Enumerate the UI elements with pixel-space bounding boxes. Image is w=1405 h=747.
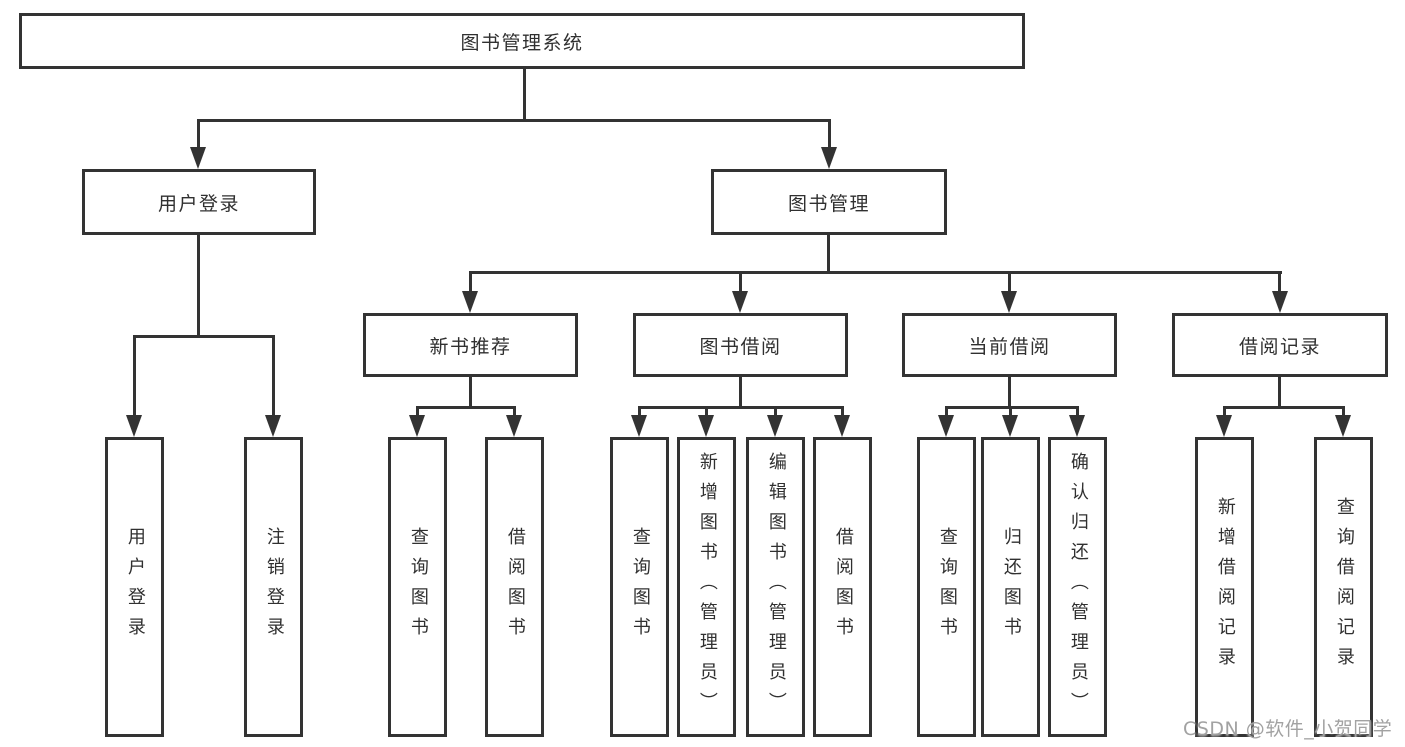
connector-line	[1009, 406, 1012, 420]
connector-line	[133, 335, 136, 419]
node-book-borrowing: 图书借阅	[633, 313, 848, 377]
node-label: 确认归还（管理员）	[1067, 452, 1089, 722]
leaf-user-login: 用户登录	[105, 437, 164, 737]
connector-line	[774, 406, 777, 420]
connector-line	[1278, 271, 1281, 297]
leaf-query-borrow-record: 查询借阅记录	[1314, 437, 1373, 737]
leaf-query-books-borrowing: 查询图书	[610, 437, 669, 737]
node-label: 编辑图书（管理员）	[765, 452, 787, 722]
connector-arrow-icon	[1272, 291, 1288, 313]
node-label: 查询借阅记录	[1333, 497, 1355, 677]
connector-line	[1278, 377, 1281, 408]
leaf-query-books-recommend: 查询图书	[388, 437, 447, 737]
leaf-borrow-books-borrowing: 借阅图书	[813, 437, 872, 737]
node-label: 查询图书	[629, 527, 651, 647]
connector-line	[469, 271, 1282, 274]
node-current-borrowing: 当前借阅	[902, 313, 1117, 377]
connector-line	[739, 377, 742, 408]
connector-arrow-icon	[821, 147, 837, 169]
connector-line	[416, 406, 516, 409]
connector-line	[469, 271, 472, 297]
connector-line	[1342, 406, 1345, 420]
connector-line	[523, 68, 526, 121]
leaf-borrow-books-recommend: 借阅图书	[485, 437, 544, 737]
node-label: 借阅图书	[832, 527, 854, 647]
connector-line	[1223, 406, 1345, 409]
connector-arrow-icon	[1216, 415, 1232, 437]
connector-line	[1008, 377, 1011, 408]
leaf-logout: 注销登录	[244, 437, 303, 737]
leaf-add-book-admin: 新增图书（管理员）	[677, 437, 736, 737]
node-label: 查询图书	[936, 527, 958, 647]
connector-arrow-icon	[409, 415, 425, 437]
connector-line	[1076, 406, 1079, 420]
leaf-add-borrow-record: 新增借阅记录	[1195, 437, 1254, 737]
connector-arrow-icon	[506, 415, 522, 437]
connector-arrow-icon	[938, 415, 954, 437]
node-borrowing-records: 借阅记录	[1172, 313, 1388, 377]
node-label: 归还图书	[1000, 527, 1022, 647]
connector-arrow-icon	[698, 415, 714, 437]
leaf-return-books: 归还图书	[981, 437, 1040, 737]
node-label: 用户登录	[124, 527, 146, 647]
connector-line	[841, 406, 844, 420]
connector-arrow-icon	[834, 415, 850, 437]
connector-arrow-icon	[265, 415, 281, 437]
connector-line	[197, 119, 200, 153]
connector-line	[638, 406, 641, 420]
connector-line	[945, 406, 948, 420]
node-label: 新书推荐	[429, 335, 512, 358]
connector-line	[1223, 406, 1226, 420]
leaf-edit-book-admin: 编辑图书（管理员）	[746, 437, 805, 737]
connector-arrow-icon	[126, 415, 142, 437]
connector-line	[197, 235, 200, 337]
node-label: 查询图书	[407, 527, 429, 647]
leaf-query-books-current: 查询图书	[917, 437, 976, 737]
leaf-confirm-return-admin: 确认归还（管理员）	[1048, 437, 1107, 737]
connector-line	[739, 271, 742, 297]
node-label: 图书借阅	[699, 335, 782, 358]
connector-arrow-icon	[1002, 415, 1018, 437]
connector-line	[469, 377, 472, 408]
connector-line	[638, 406, 844, 409]
node-label: 当前借阅	[968, 335, 1051, 358]
connector-line	[1008, 271, 1011, 297]
connector-line	[513, 406, 516, 420]
connector-line	[416, 406, 419, 420]
node-label: 图书管理系统	[460, 31, 584, 54]
connector-line	[133, 335, 275, 338]
node-label: 新增图书（管理员）	[696, 452, 718, 722]
node-label: 借阅图书	[504, 527, 526, 647]
node-user-login: 用户登录	[82, 169, 316, 235]
connector-line	[197, 119, 831, 122]
node-book-management: 图书管理	[711, 169, 947, 235]
connector-arrow-icon	[732, 291, 748, 313]
connector-line	[828, 119, 831, 153]
node-label: 注销登录	[263, 527, 285, 647]
node-new-book-recommend: 新书推荐	[363, 313, 578, 377]
node-label: 用户登录	[157, 192, 240, 215]
connector-arrow-icon	[767, 415, 783, 437]
node-label: 图书管理	[787, 192, 870, 215]
connector-line	[272, 335, 275, 419]
node-label: 新增借阅记录	[1214, 497, 1236, 677]
connector-arrow-icon	[462, 291, 478, 313]
connector-line	[945, 406, 1079, 409]
node-label: 借阅记录	[1238, 335, 1321, 358]
connector-arrow-icon	[1069, 415, 1085, 437]
connector-arrow-icon	[1335, 415, 1351, 437]
connector-arrow-icon	[631, 415, 647, 437]
connector-line	[827, 235, 830, 274]
node-library-system: 图书管理系统	[19, 13, 1025, 69]
connector-line	[705, 406, 708, 420]
watermark: CSDN @软件_小贺同学	[1183, 718, 1393, 740]
connector-arrow-icon	[1001, 291, 1017, 313]
connector-arrow-icon	[190, 147, 206, 169]
